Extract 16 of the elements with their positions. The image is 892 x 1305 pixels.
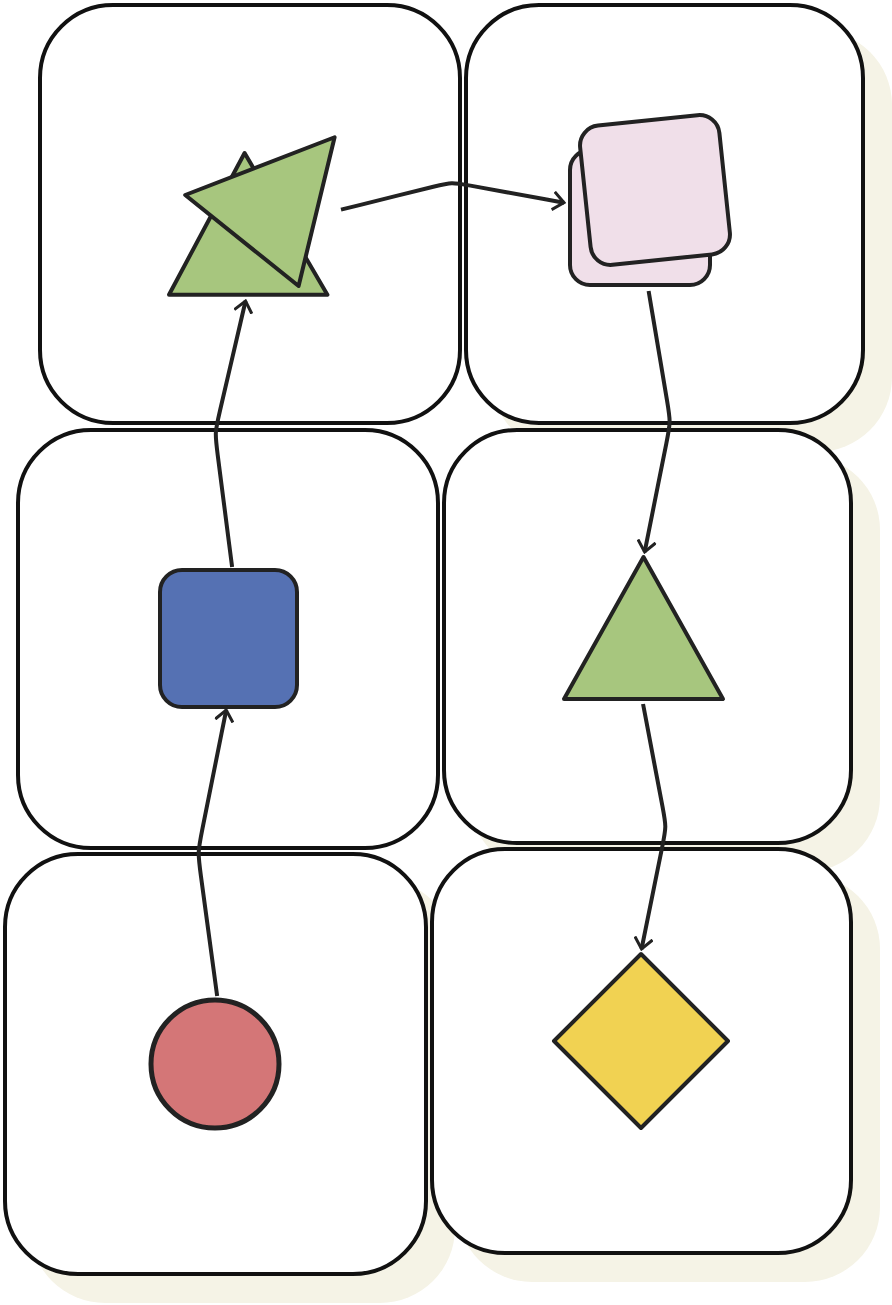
curved-arrow <box>213 299 254 568</box>
square-shape <box>565 110 735 290</box>
card <box>442 428 853 845</box>
curved-arrow <box>196 708 235 997</box>
card <box>3 852 428 1276</box>
circle-shape <box>148 997 282 1131</box>
card <box>16 428 440 850</box>
square-shape <box>158 568 299 709</box>
curved-arrow <box>340 181 566 212</box>
curved-arrow <box>636 290 672 554</box>
diamond-shape <box>550 950 732 1132</box>
curved-arrow <box>633 703 668 951</box>
card <box>464 3 865 425</box>
card <box>38 3 462 425</box>
card <box>430 847 853 1255</box>
triangle-shape <box>560 553 727 703</box>
